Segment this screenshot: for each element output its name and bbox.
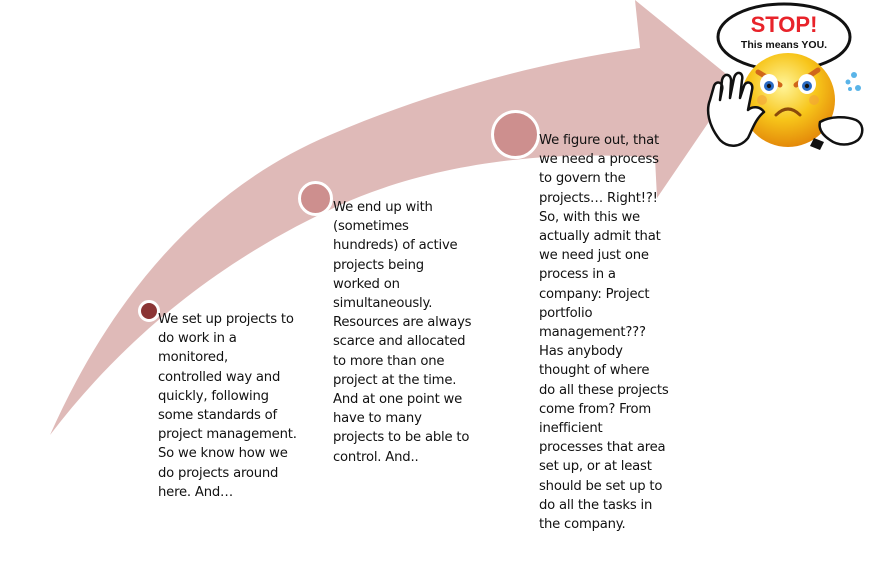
- step-1-text: We set up projects to do work in a monit…: [158, 312, 297, 500]
- step-3-text: We figure out, that we need a process to…: [539, 133, 669, 533]
- step-2-marker: [298, 181, 333, 216]
- step-2-text: We end up with (sometimes hundreds) of a…: [333, 200, 472, 465]
- stop-title: STOP!: [751, 12, 818, 37]
- frown-icon: [774, 107, 802, 117]
- pointing-hand-icon: [810, 116, 864, 150]
- step-3-marker: [491, 110, 540, 159]
- step-1-marker: [138, 300, 160, 322]
- arrow-shape: [50, 0, 736, 435]
- raised-hand-icon: [706, 71, 766, 147]
- sweat-drops-icon: [851, 72, 857, 78]
- stop-subtitle: This means YOU.: [741, 39, 827, 51]
- stop-emoji-illustration: STOP! This means YOU.: [706, 2, 864, 150]
